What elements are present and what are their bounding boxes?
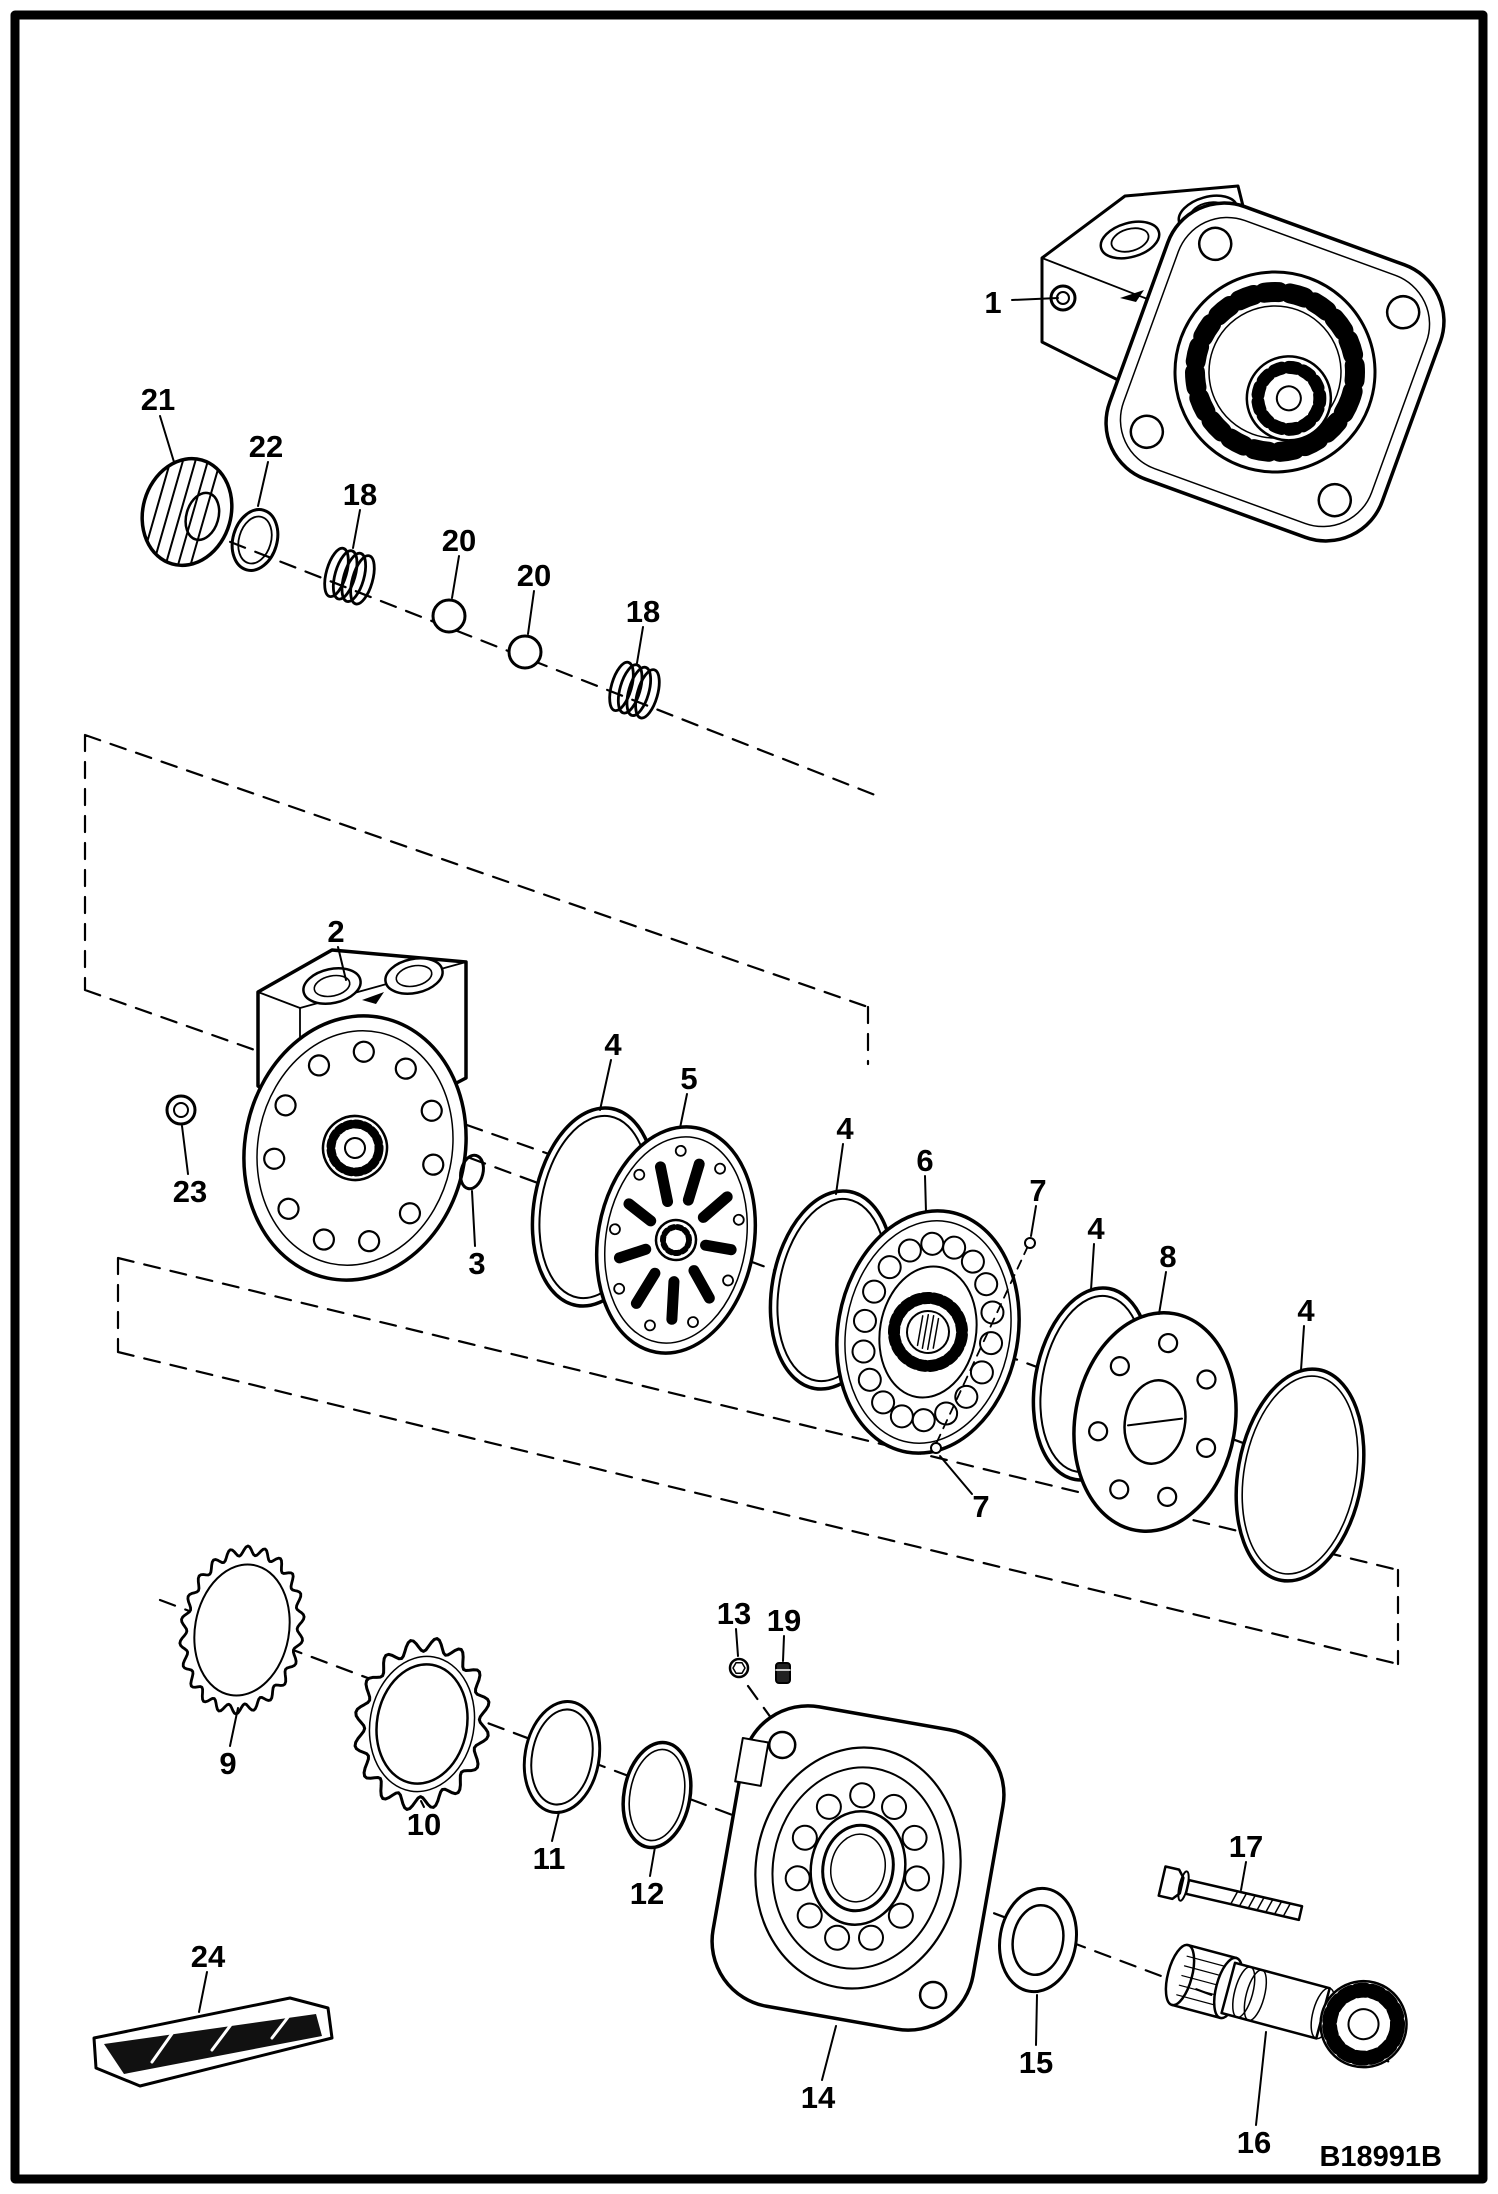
callout-13-23: 13 bbox=[717, 1596, 751, 1631]
callout-leader-20-4 bbox=[451, 555, 460, 599]
bolt-17 bbox=[1157, 1865, 1304, 1922]
callout-leader-5-11 bbox=[679, 1093, 688, 1129]
callout-10-20: 10 bbox=[407, 1807, 441, 1842]
callout-9-19: 9 bbox=[219, 1746, 236, 1781]
callout-leader-11-21 bbox=[551, 1811, 560, 1842]
ball-20 bbox=[431, 598, 467, 634]
retainer-ring-10 bbox=[353, 1637, 491, 1811]
callout-leader-10-20 bbox=[420, 1800, 425, 1808]
callout-12-22: 12 bbox=[630, 1876, 664, 1911]
callout-leader-4-10 bbox=[599, 1059, 612, 1111]
o-ring-4 bbox=[1234, 1367, 1366, 1583]
callout-leader-6-13 bbox=[924, 1175, 927, 1213]
callout-20-4: 20 bbox=[442, 523, 476, 558]
output-shaft-16 bbox=[1164, 1943, 1408, 2069]
callout-leader-20-5 bbox=[527, 590, 535, 635]
callout-15-26: 15 bbox=[1019, 2045, 1053, 2080]
o-ring-22 bbox=[230, 508, 280, 572]
callout-leader-7-14 bbox=[1030, 1205, 1037, 1237]
callout-leader-16-28 bbox=[1255, 2031, 1267, 2126]
callout-leader-7-18 bbox=[939, 1455, 973, 1495]
o-ring-11 bbox=[522, 1699, 602, 1815]
rotor-assembly-6 bbox=[835, 1209, 1021, 1455]
callout-leader-9-19 bbox=[229, 1707, 239, 1747]
pin-7 bbox=[1024, 1237, 1036, 1249]
callout-leader-4-17 bbox=[1300, 1325, 1305, 1371]
motor-assembly bbox=[1040, 184, 1446, 543]
callout-leader-17-27 bbox=[1240, 1861, 1247, 1891]
callout-leader-1-0 bbox=[1011, 297, 1059, 301]
callout-19-24: 19 bbox=[767, 1603, 801, 1638]
flow-arrow-icon bbox=[1120, 290, 1144, 302]
spring-18 bbox=[608, 660, 661, 720]
housing-face-plate bbox=[242, 1014, 468, 1282]
callout-18-6: 18 bbox=[626, 594, 660, 629]
callout-leader-18-3 bbox=[352, 509, 361, 549]
callout-7-18: 7 bbox=[972, 1489, 989, 1524]
callout-leader-21-1 bbox=[159, 415, 175, 463]
motor-pinion-gear bbox=[1245, 355, 1333, 442]
callout-20-5: 20 bbox=[517, 558, 551, 593]
callout-24-29: 24 bbox=[191, 1939, 226, 1974]
nut-13 bbox=[728, 1657, 750, 1679]
callout-4-17: 4 bbox=[1297, 1293, 1315, 1328]
callout-8-16: 8 bbox=[1159, 1239, 1176, 1274]
valve-housing-2 bbox=[242, 948, 468, 1282]
o-ring-12 bbox=[621, 1740, 693, 1850]
callout-leader-8-16 bbox=[1158, 1271, 1167, 1315]
page-border bbox=[10, 10, 1488, 2184]
bearing-housing-14 bbox=[710, 1704, 1006, 2032]
pin-7 bbox=[930, 1442, 942, 1454]
callout-leader-13-23 bbox=[735, 1628, 739, 1657]
callout-4-15: 4 bbox=[1087, 1211, 1105, 1246]
callout-1-0: 1 bbox=[984, 285, 1001, 320]
callout-leader-2-7 bbox=[337, 946, 347, 981]
callout-leader-23-8 bbox=[181, 1125, 189, 1175]
relief-plug-21 bbox=[140, 456, 234, 568]
callout-leader-4-15 bbox=[1090, 1243, 1095, 1291]
figure-id: B18991B bbox=[1319, 2141, 1442, 2173]
pin-axis-dashed bbox=[935, 1245, 1029, 1445]
callout-leader-15-26 bbox=[1035, 1994, 1038, 2046]
motor-flange bbox=[1104, 201, 1446, 543]
callout-4-12: 4 bbox=[836, 1111, 854, 1146]
callout-leader-4-12 bbox=[835, 1143, 844, 1195]
callout-22-2: 22 bbox=[249, 429, 283, 464]
callouts: 1 21 22 18 20 20 18 2 23 3 4 5 4 6 7 4 8 4 7 9 10 11 12 13 19 14 1… bbox=[141, 285, 1316, 2160]
shaft-spline-gear bbox=[1319, 1979, 1408, 2069]
spring-18 bbox=[323, 546, 376, 606]
callout-11-21: 11 bbox=[533, 1841, 566, 1876]
motor-port bbox=[1099, 220, 1161, 260]
end-plate-8 bbox=[1072, 1311, 1238, 1533]
callout-2-7: 2 bbox=[327, 914, 344, 949]
commutator-plate-5 bbox=[594, 1125, 758, 1355]
callout-leader-3-9 bbox=[471, 1190, 476, 1247]
callout-leader-14-25 bbox=[821, 2025, 837, 2081]
ball-20 bbox=[507, 634, 543, 670]
callout-17-27: 17 bbox=[1229, 1829, 1263, 1864]
callout-6-13: 6 bbox=[916, 1143, 933, 1178]
plug-23 bbox=[165, 1094, 197, 1126]
callout-7-14: 7 bbox=[1029, 1173, 1046, 1208]
callout-leader-24-29 bbox=[198, 1971, 208, 2013]
plug-19 bbox=[775, 1662, 791, 1684]
o-ring-3 bbox=[459, 1153, 485, 1191]
callout-leader-18-6 bbox=[636, 626, 644, 664]
callout-23-8: 23 bbox=[173, 1174, 207, 1209]
callout-16-28: 16 bbox=[1237, 2125, 1271, 2160]
sealant-packet-24 bbox=[92, 1996, 334, 2088]
callout-leader-22-2 bbox=[257, 461, 269, 507]
callout-3-9: 3 bbox=[468, 1246, 485, 1281]
seal-washer-15 bbox=[998, 1886, 1078, 1994]
flow-arrow-icon bbox=[362, 992, 384, 1004]
callout-5-11: 5 bbox=[680, 1061, 697, 1096]
callout-leader-19-24 bbox=[782, 1635, 785, 1662]
seal-ring-9 bbox=[178, 1544, 306, 1716]
callout-14-25: 14 bbox=[801, 2080, 836, 2115]
housing-port bbox=[384, 957, 444, 995]
callout-18-3: 18 bbox=[343, 477, 377, 512]
callout-leader-12-22 bbox=[649, 1846, 656, 1877]
callout-4-10: 4 bbox=[604, 1027, 622, 1062]
callout-21-1: 21 bbox=[141, 382, 175, 417]
